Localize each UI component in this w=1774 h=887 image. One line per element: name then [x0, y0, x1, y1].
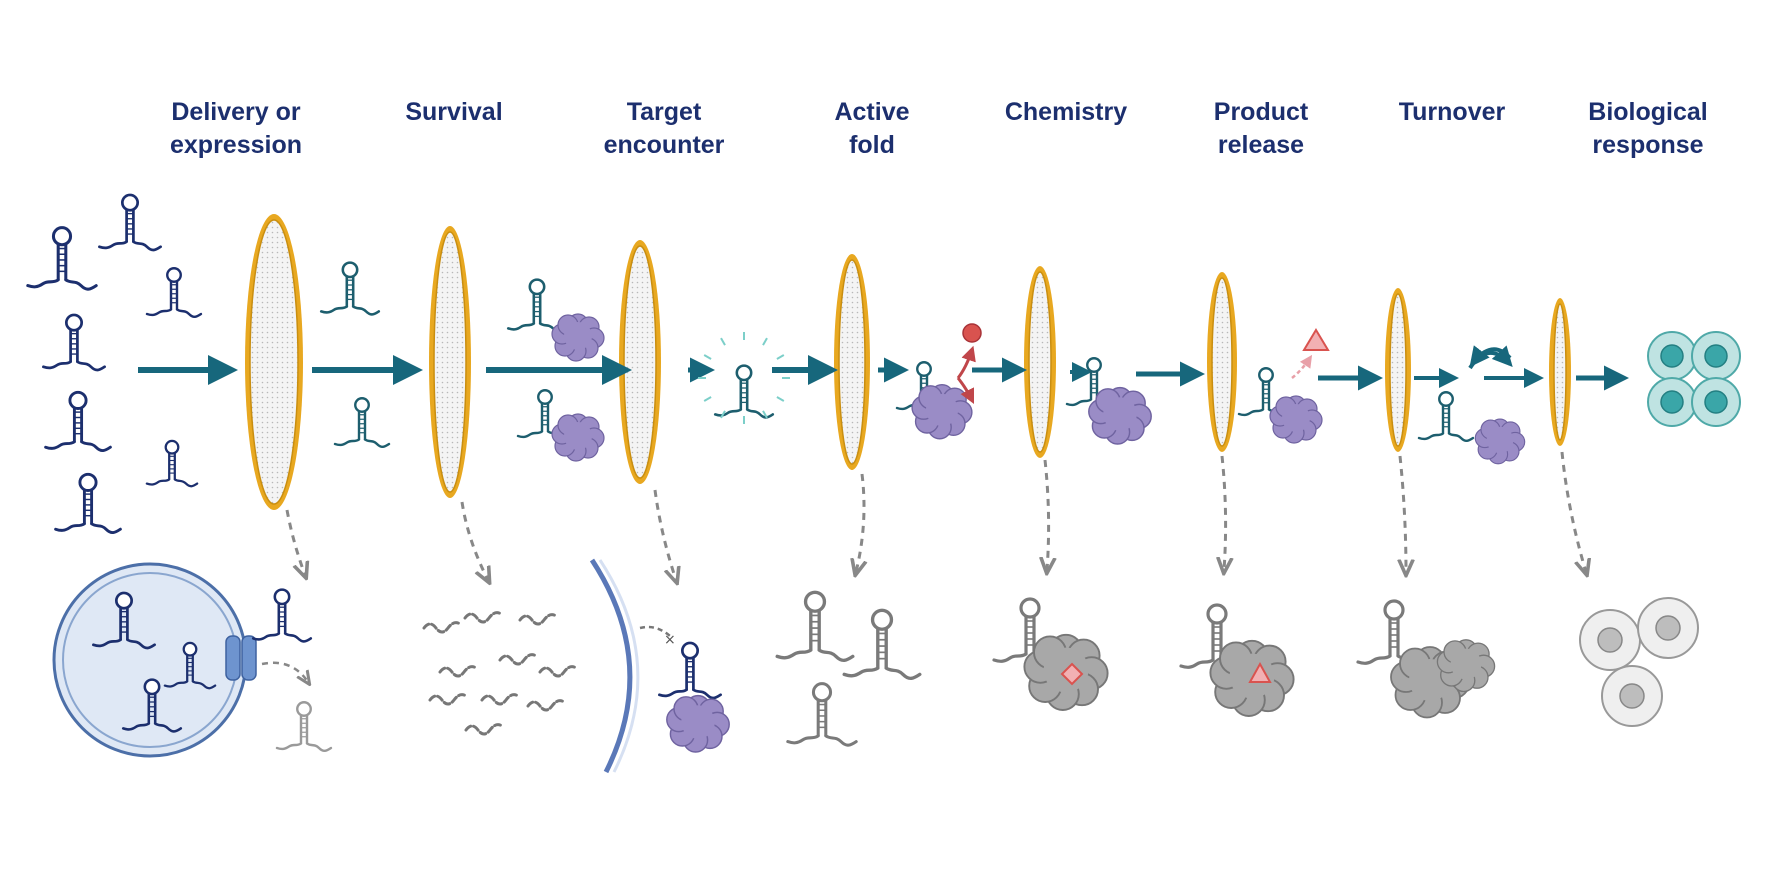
- rna-active-fold: [713, 364, 775, 419]
- rna-fragment-1: [422, 621, 462, 634]
- rna-fragment-5: [498, 653, 538, 666]
- stage-label-turnover: Turnover: [1398, 98, 1506, 126]
- failure-arrow-3: [653, 489, 676, 580]
- filter-stage-5: [1024, 266, 1056, 458]
- rna-exported: [275, 701, 333, 753]
- rna-input-7: [54, 472, 122, 535]
- product-triangle: [1302, 328, 1330, 351]
- reaction-arrow-up: [956, 345, 976, 379]
- failure-arrow-7: [1400, 455, 1406, 572]
- rna-bound-1: [506, 278, 568, 333]
- efflux-arrow: [261, 661, 308, 682]
- filter-stage-6: [1207, 272, 1237, 452]
- glow-ray: [776, 396, 785, 402]
- rna-fragment-3: [518, 613, 558, 626]
- failure-arrow-1: [285, 509, 305, 575]
- rna-survivor-2: [333, 397, 391, 449]
- rna-fragment-6: [538, 665, 578, 678]
- cell-membrane: [52, 562, 248, 758]
- membrane-pore-right: [241, 635, 257, 681]
- glow-ray: [776, 354, 785, 360]
- stage-label-chemistry: Chemistry: [1004, 98, 1128, 126]
- rna-turnover: [1417, 391, 1475, 443]
- stuck-triangle: [1248, 661, 1272, 683]
- glow-ray: [720, 337, 726, 346]
- filter-stage-4: [834, 254, 870, 470]
- rna-trapped-3: [121, 678, 183, 733]
- glow-ray: [703, 396, 712, 402]
- rna-input-2: [98, 193, 162, 252]
- failure-arrow-2: [460, 501, 488, 580]
- rna-misfolded-3: [786, 682, 858, 747]
- compartment-wall: [589, 558, 633, 774]
- target-protein-3: [911, 384, 973, 440]
- failure-arrow-6: [1222, 455, 1226, 570]
- filter-stage-7: [1385, 288, 1411, 452]
- rna-trapped-2: [163, 641, 217, 690]
- target-protein-gray-4: [1436, 639, 1496, 693]
- rna-fragment-8: [480, 693, 520, 706]
- filter-stage-3: [619, 240, 661, 484]
- glow-ray: [703, 354, 712, 360]
- output-cell-4: [1691, 377, 1741, 427]
- compartment-wall-inner: [598, 559, 640, 773]
- reaction-arrow-down: [956, 377, 975, 405]
- release-arrow: [1291, 354, 1313, 379]
- rna-fragment-9: [526, 699, 566, 712]
- inert-cell-2: [1637, 597, 1699, 659]
- membrane-pore-left: [225, 635, 241, 681]
- rna-trapped-1: [92, 591, 156, 650]
- target-protein-1: [551, 313, 605, 362]
- rna-fragment-4: [438, 665, 478, 678]
- output-cell-1: [1647, 331, 1697, 381]
- target-protein-5: [1269, 395, 1323, 444]
- inert-cell-3: [1601, 665, 1663, 727]
- rna-sequestered: [658, 641, 722, 700]
- inert-cell-1: [1579, 609, 1641, 671]
- rna-fragment-10: [464, 723, 504, 736]
- filter-stage-8: [1549, 298, 1571, 446]
- target-protein-sequestered: [666, 694, 730, 753]
- output-cell-2: [1691, 331, 1741, 381]
- turnover-cycle-arrow-back: [1469, 345, 1512, 368]
- substrate-circle: [962, 323, 982, 343]
- glow-ray: [720, 410, 726, 419]
- blocked-mark: ×: [664, 632, 676, 648]
- target-protein-2: [551, 413, 605, 462]
- trapped-diamond: [1060, 662, 1084, 686]
- rna-efflux: [251, 588, 313, 643]
- rna-misfolded-1: [775, 590, 855, 663]
- rna-misfolded-2: [842, 608, 922, 681]
- rna-input-4: [42, 313, 106, 372]
- rna-fragment-2: [463, 611, 503, 624]
- rna-fragment-7: [428, 693, 468, 706]
- target-protein-6: [1474, 418, 1526, 465]
- rna-input-6: [145, 439, 199, 488]
- output-cell-3: [1647, 377, 1697, 427]
- stage-label-survival: Survival: [405, 98, 503, 126]
- blocked-path: [639, 625, 671, 637]
- glow-ray: [762, 410, 768, 419]
- failure-arrow-8: [1560, 451, 1586, 572]
- rna-input-1: [26, 226, 98, 291]
- failure-arrow-4: [856, 473, 864, 572]
- failure-arrow-5: [1045, 459, 1049, 570]
- target-protein-gray-2: [1209, 639, 1295, 717]
- rna-survivor-1: [319, 261, 381, 316]
- filter-stage-1: [245, 214, 303, 510]
- rna-catalyst-2: [1065, 357, 1123, 409]
- target-protein-4: [1088, 386, 1152, 445]
- rna-input-5: [44, 390, 112, 453]
- filter-stage-2: [429, 226, 471, 498]
- rna-input-3: [145, 267, 203, 319]
- glow-ray: [762, 337, 768, 346]
